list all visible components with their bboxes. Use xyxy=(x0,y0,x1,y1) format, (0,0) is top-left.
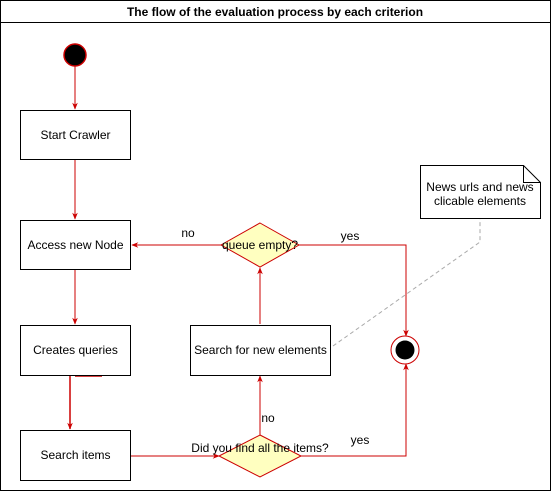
final-node-core xyxy=(395,340,415,360)
note-fold xyxy=(523,165,541,183)
edge-label-queue-no: no xyxy=(181,226,195,240)
action-access-new-node xyxy=(20,220,131,270)
action-creates-queries-label: Creates queries xyxy=(33,343,118,357)
action-search-items xyxy=(20,430,131,481)
edge-label-queue-yes: yes xyxy=(341,229,360,243)
decision-queue-empty-label: queue empty? xyxy=(222,238,298,252)
edge-label-found-yes: yes xyxy=(351,433,370,447)
decision-found-all-items-label: Did you find all the items? xyxy=(191,441,329,455)
diagram-title: The flow of the evaluation process by ea… xyxy=(127,5,423,19)
action-search-new-elements xyxy=(190,325,331,376)
action-start-crawler-label: Start Crawler xyxy=(40,128,110,142)
edge-queue-yes-to-end xyxy=(299,244,409,337)
edge-found-yes-end xyxy=(301,363,409,457)
note-line-1: News urls and news xyxy=(426,180,533,194)
action-search-new-elements-label: Search for new elements xyxy=(194,343,327,357)
action-start-crawler xyxy=(20,110,131,160)
note-line-2: clicable elements xyxy=(434,194,526,208)
decision-queue-empty xyxy=(219,222,301,268)
action-creates-queries xyxy=(20,325,131,376)
initial-node xyxy=(63,43,87,67)
note-box xyxy=(420,165,541,219)
action-search-items-label: Search items xyxy=(40,448,110,462)
note-connector xyxy=(332,218,481,347)
decision-found-all-items xyxy=(217,434,303,478)
edge-label-found-no: no xyxy=(261,411,275,425)
action-access-new-node-label: Access new Node xyxy=(27,238,123,252)
